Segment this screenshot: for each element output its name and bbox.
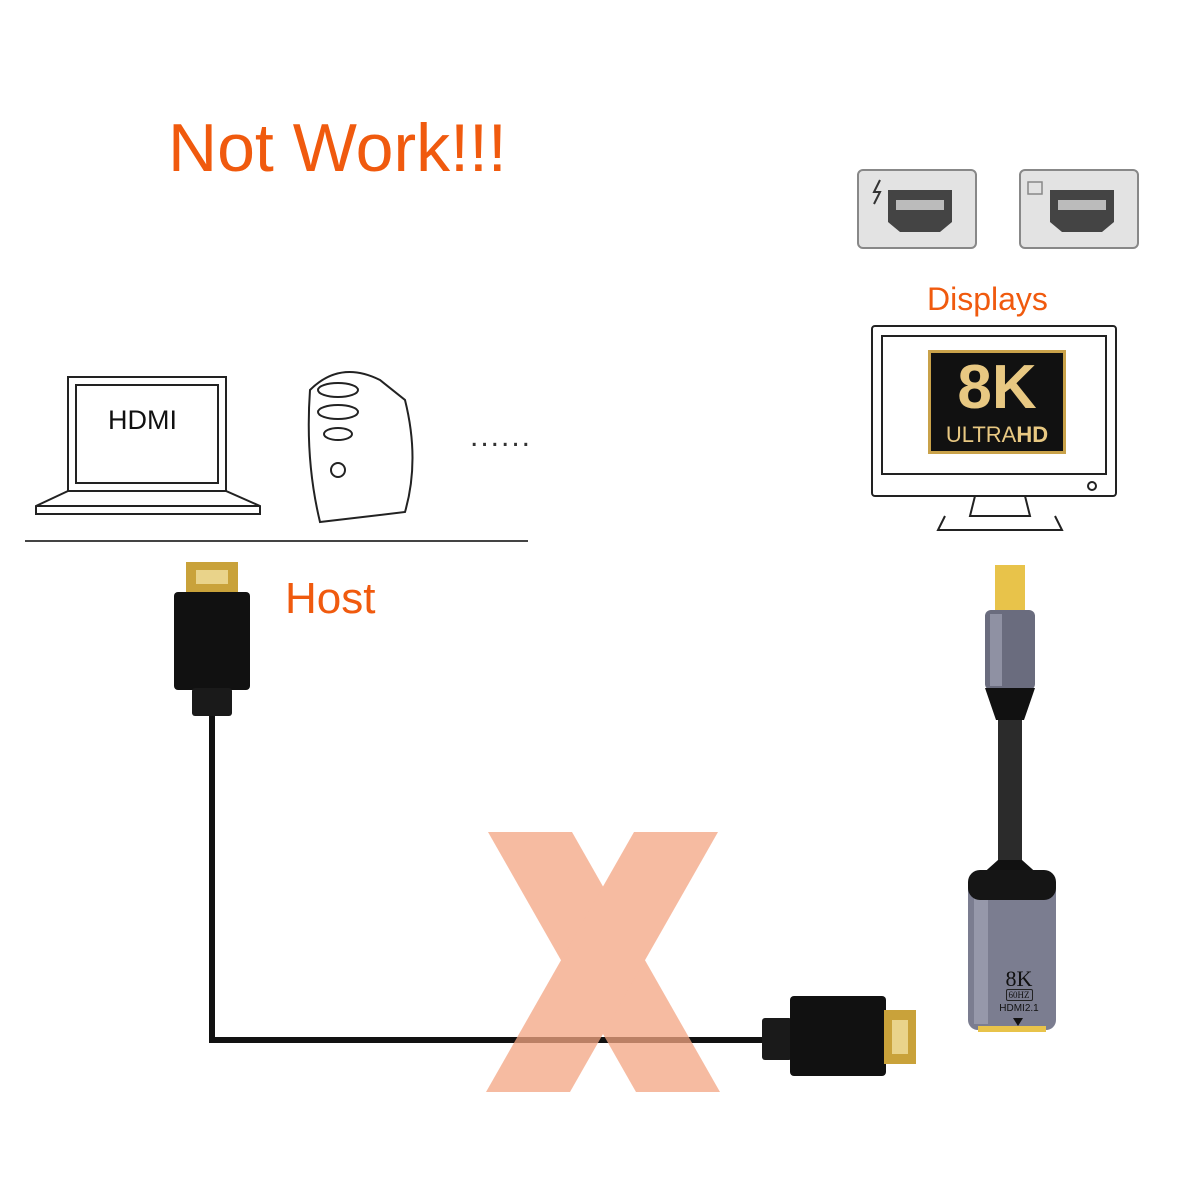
badge-sub-bold: HD — [1016, 422, 1049, 447]
adapter-standard: HDMI2.1 — [999, 1003, 1039, 1014]
cross-mark — [486, 832, 720, 1092]
hdmi-cable — [174, 562, 916, 1076]
more-devices-ellipsis: ...... — [470, 420, 533, 453]
page-title: Not Work!!! — [168, 110, 507, 186]
thunderbolt-port-icon — [857, 169, 977, 249]
badge-main: 8K — [957, 353, 1037, 422]
badge-sub-light: ULTRA — [945, 422, 1017, 447]
monitor-icon — [871, 325, 1117, 531]
adapter-resolution: 8K — [1005, 966, 1033, 991]
badge-sub: ULTRAHD — [931, 423, 1063, 447]
displays-label: Displays — [927, 281, 1048, 317]
mini-displayport-icon — [1019, 169, 1139, 249]
host-label: Host — [285, 574, 376, 623]
laptop-screen-label: HDMI — [108, 405, 177, 435]
laptop-icon — [35, 376, 261, 515]
adapter-refresh: 60HZ — [982, 989, 1056, 1001]
desktop-tower-icon — [307, 371, 414, 524]
mini-dp-to-hdmi-adapter — [968, 565, 1056, 1032]
adapter-refresh-text: 60HZ — [1005, 989, 1033, 1001]
8k-ultra-hd-badge: 8K ULTRAHD — [928, 350, 1066, 454]
